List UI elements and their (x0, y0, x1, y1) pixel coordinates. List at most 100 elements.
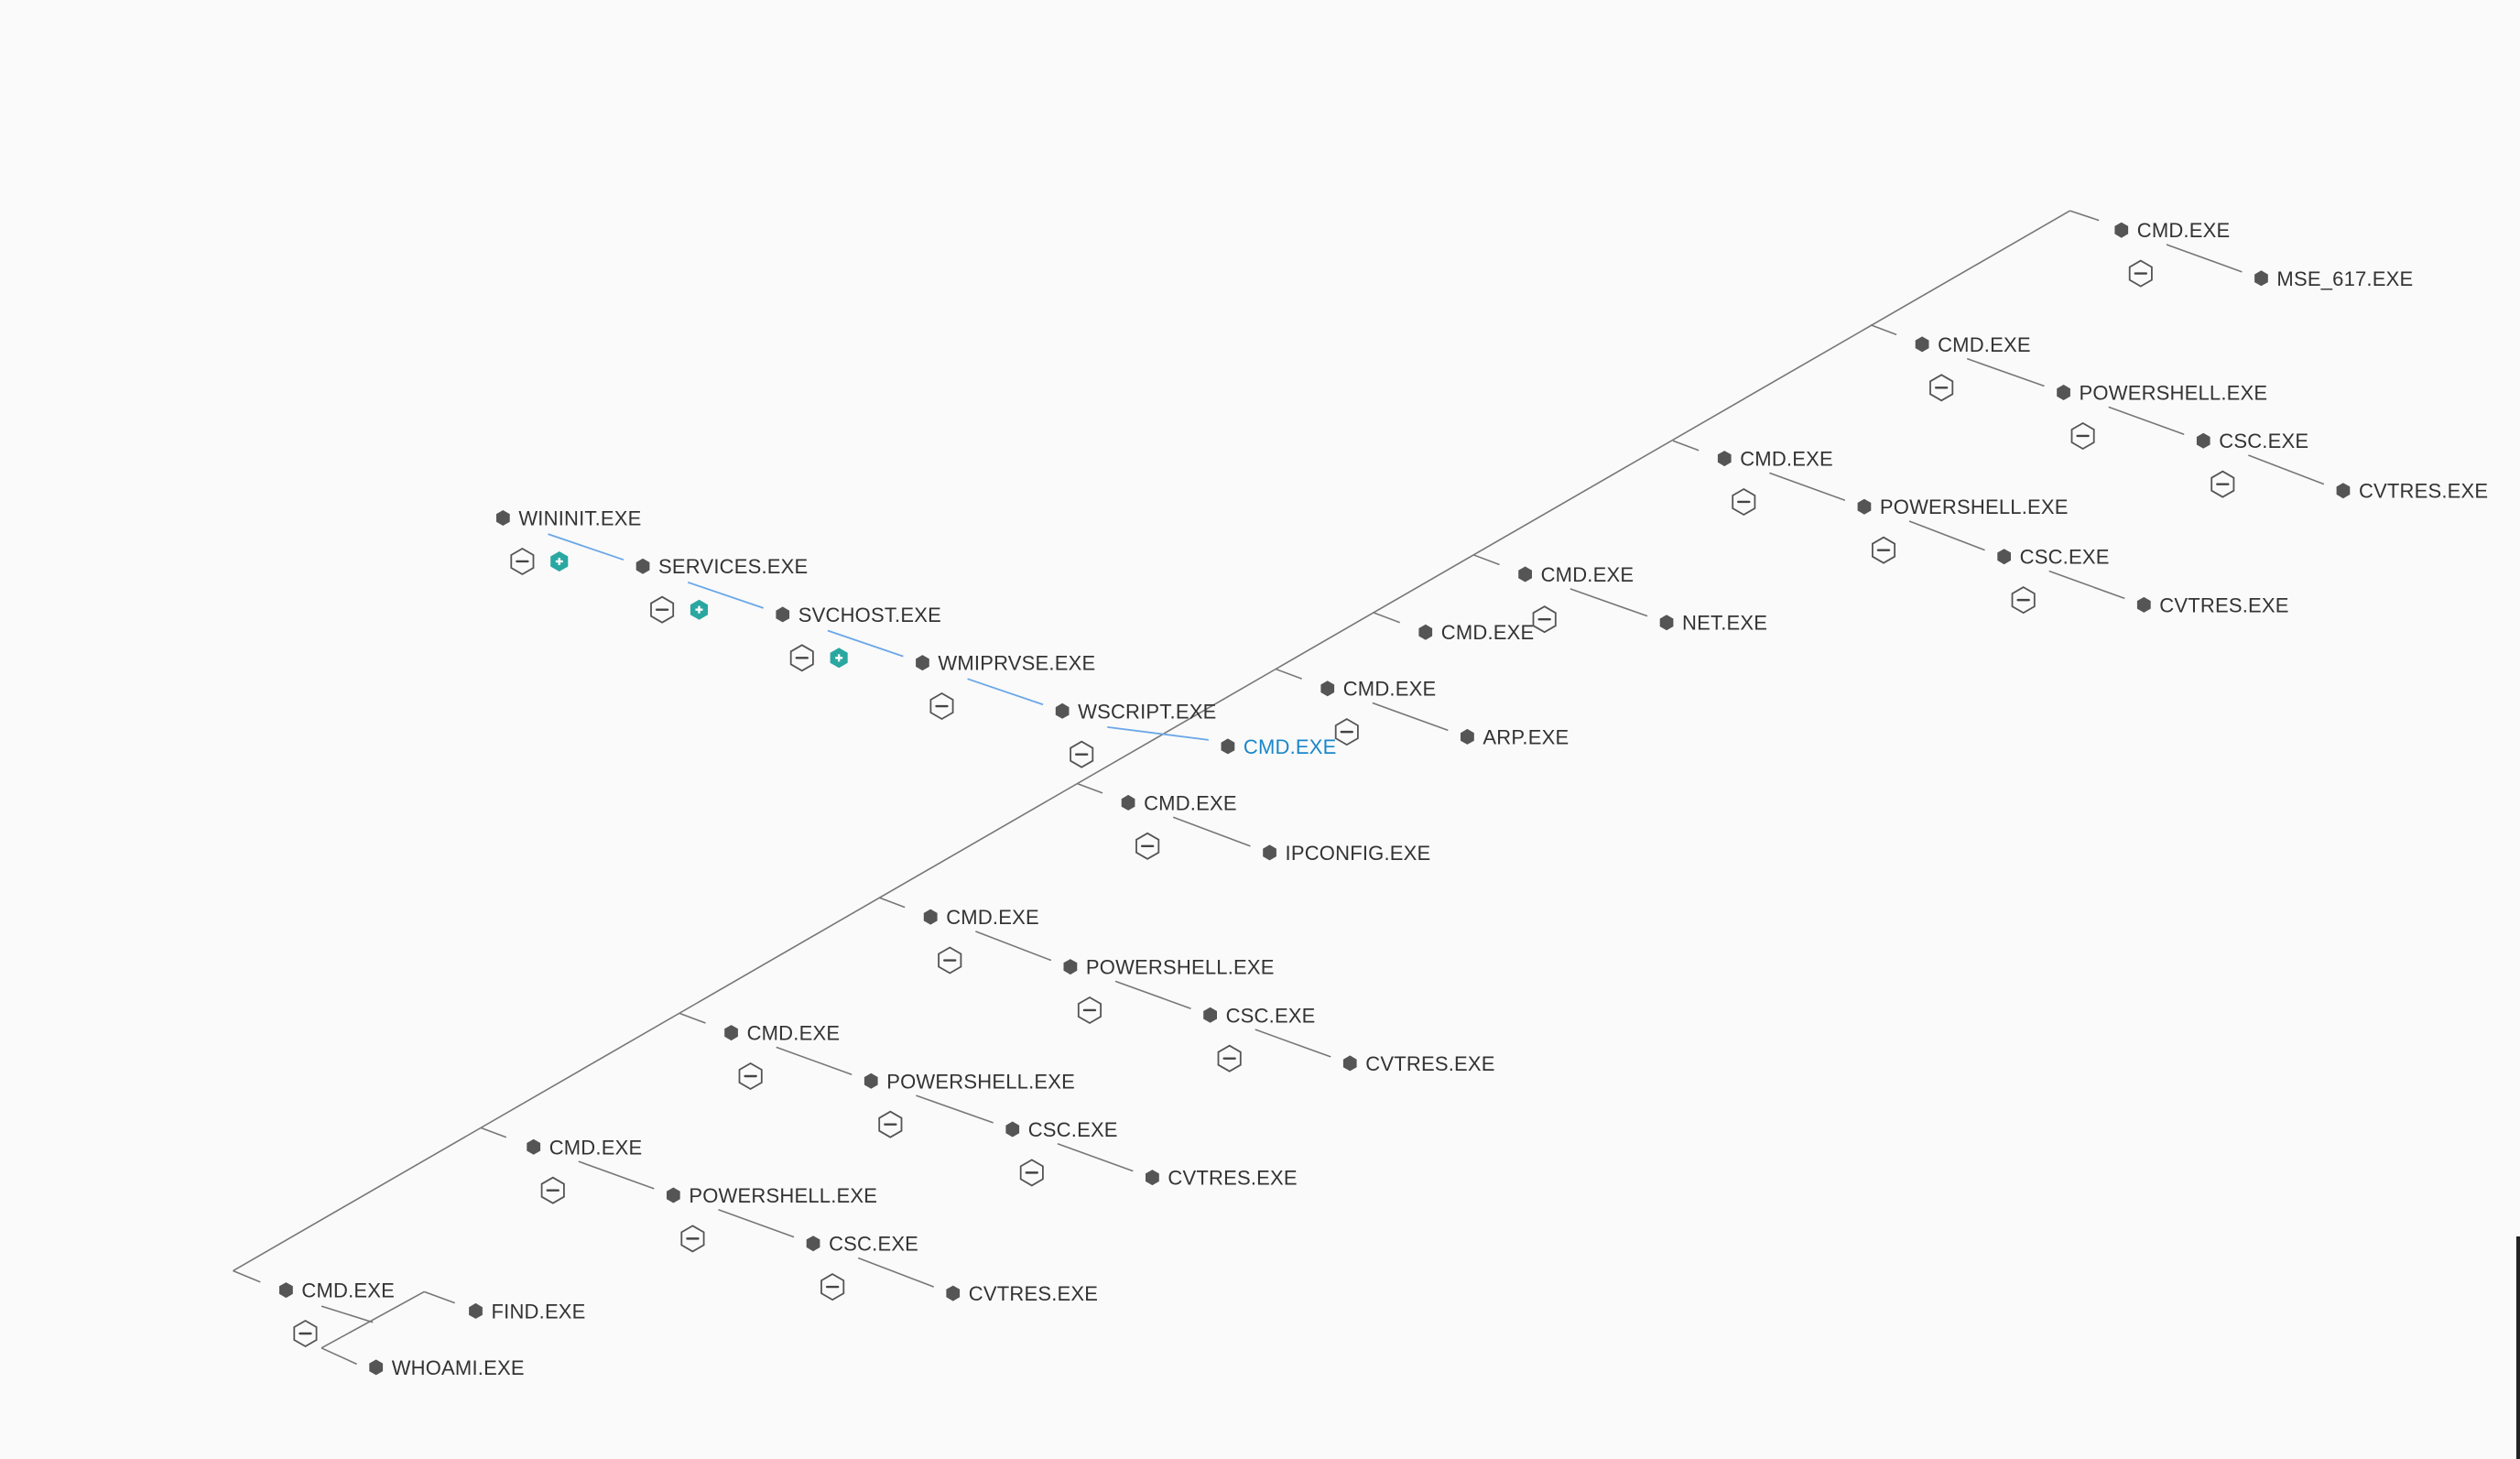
process-node-icon[interactable] (923, 909, 938, 925)
process-label[interactable]: CMD.EXE (1541, 563, 1635, 586)
process-node-icon[interactable] (1915, 336, 1929, 353)
event-badge-button[interactable] (690, 599, 708, 620)
process-node[interactable]: CMD.EXE (724, 1022, 841, 1091)
process-node[interactable]: POWERSHELL.EXE (667, 1184, 877, 1253)
process-node-icon[interactable] (1063, 959, 1078, 975)
process-node-icon[interactable] (2254, 270, 2268, 287)
process-node-icon[interactable] (1717, 451, 1732, 467)
process-node-icon[interactable] (776, 606, 790, 623)
process-label[interactable]: CVTRES.EXE (969, 1282, 1098, 1305)
process-node[interactable]: CMD.EXE (1717, 448, 1833, 517)
process-label[interactable]: NET.EXE (1682, 612, 1767, 635)
process-label[interactable]: POWERSHELL.EXE (886, 1070, 1075, 1093)
process-node[interactable]: CSC.EXE (1203, 1004, 1316, 1072)
process-node[interactable]: CVTRES.EXE (946, 1282, 1098, 1305)
process-node[interactable]: CMD.EXE (2114, 219, 2231, 288)
process-label[interactable]: POWERSHELL.EXE (1086, 956, 1275, 979)
process-label[interactable]: CVTRES.EXE (2359, 480, 2488, 503)
process-node-icon[interactable] (496, 510, 510, 526)
process-node[interactable]: WMIPRVSE.EXE (916, 652, 1095, 721)
process-node-icon[interactable] (1659, 615, 1674, 631)
process-node-icon[interactable] (1121, 794, 1135, 811)
process-node-icon[interactable] (369, 1359, 384, 1376)
process-label[interactable]: IPCONFIG.EXE (1286, 842, 1431, 865)
process-node[interactable]: CMD.EXE (923, 906, 1039, 974)
collapse-toggle-button[interactable] (293, 1319, 318, 1348)
process-node[interactable]: CMD.EXE (1915, 333, 2031, 402)
process-node-icon[interactable] (1342, 1055, 1357, 1072)
process-label[interactable]: FIND.EXE (492, 1300, 586, 1323)
collapse-toggle-button[interactable] (2011, 586, 2036, 615)
process-label[interactable]: CMD.EXE (2137, 219, 2231, 242)
process-label[interactable]: WSCRIPT.EXE (1078, 700, 1216, 723)
process-node-icon[interactable] (279, 1282, 293, 1299)
collapse-toggle-button[interactable] (929, 691, 954, 721)
process-label[interactable]: CMD.EXE (1343, 678, 1437, 701)
collapse-toggle-button[interactable] (738, 1062, 763, 1091)
collapse-toggle-button[interactable] (2128, 259, 2153, 288)
collapse-toggle-button[interactable] (650, 595, 675, 624)
event-badge-button[interactable] (830, 648, 848, 669)
collapse-toggle-button[interactable] (1019, 1159, 1044, 1187)
process-label[interactable]: MSE_617.EXE (2276, 267, 2413, 290)
process-node-icon[interactable] (667, 1187, 680, 1203)
process-label[interactable]: CMD.EXE (1740, 448, 1833, 471)
process-node-icon[interactable] (806, 1236, 820, 1252)
event-badge-button[interactable] (550, 551, 569, 572)
process-node[interactable]: CSC.EXE (1997, 546, 2109, 615)
process-label[interactable]: CMD.EXE (747, 1022, 841, 1045)
collapse-toggle-button[interactable] (1217, 1044, 1242, 1072)
process-node-icon[interactable] (1146, 1170, 1159, 1186)
process-node[interactable]: ARP.EXE (1461, 725, 1569, 748)
collapse-toggle-button[interactable] (938, 946, 962, 974)
process-label[interactable]: CVTRES.EXE (1168, 1167, 1297, 1190)
process-node[interactable]: CVTRES.EXE (2136, 593, 2289, 616)
process-node[interactable]: CMD.EXE (1518, 563, 1635, 634)
collapse-toggle-button[interactable] (1872, 536, 1896, 564)
process-label[interactable]: CMD.EXE (1244, 735, 1337, 758)
collapse-toggle-button[interactable] (540, 1176, 565, 1204)
collapse-toggle-button[interactable] (1929, 374, 1954, 402)
process-label[interactable]: CMD.EXE (946, 906, 1039, 929)
process-label[interactable]: POWERSHELL.EXE (2080, 382, 2268, 405)
collapse-toggle-button[interactable] (1532, 605, 1557, 634)
process-node[interactable]: CVTRES.EXE (2336, 480, 2489, 503)
process-node[interactable]: CSC.EXE (1005, 1118, 1118, 1187)
process-node[interactable]: CVTRES.EXE (1342, 1052, 1495, 1075)
collapse-toggle-button[interactable] (1135, 832, 1160, 860)
process-node[interactable]: CMD.EXE (279, 1279, 395, 1348)
process-node-icon[interactable] (1418, 624, 1433, 640)
process-label[interactable]: SVCHOST.EXE (798, 604, 941, 626)
collapse-toggle-button[interactable] (789, 644, 814, 672)
process-nodes[interactable]: WININIT.EXESERVICES.EXESVCHOST.EXEWMIPRV… (279, 219, 2488, 1379)
process-node-icon[interactable] (1221, 738, 1235, 755)
process-label[interactable]: POWERSHELL.EXE (689, 1184, 877, 1207)
process-node[interactable]: WSCRIPT.EXE (1055, 700, 1217, 768)
process-node[interactable]: POWERSHELL.EXE (2057, 382, 2268, 451)
process-node[interactable]: CMD.EXE (527, 1136, 643, 1204)
vertical-scrollbar[interactable] (2516, 1236, 2520, 1459)
collapse-toggle-button[interactable] (1334, 718, 1359, 746)
process-label[interactable]: SERVICES.EXE (658, 555, 808, 578)
process-node-icon[interactable] (1518, 566, 1532, 583)
process-node[interactable]: CMD.EXE (1121, 791, 1237, 860)
process-node[interactable]: CMD.EXE (1418, 621, 1534, 644)
process-label[interactable]: CMD.EXE (1938, 333, 2031, 356)
process-label[interactable]: CSC.EXE (1028, 1118, 1118, 1141)
process-label[interactable]: CSC.EXE (1226, 1004, 1316, 1027)
process-node-icon[interactable] (469, 1302, 483, 1319)
process-node-icon[interactable] (864, 1072, 878, 1089)
collapse-toggle-button[interactable] (2070, 421, 2095, 451)
process-label[interactable]: CMD.EXE (301, 1279, 395, 1302)
collapse-toggle-button[interactable] (2210, 470, 2235, 498)
collapse-toggle-button[interactable] (510, 547, 535, 576)
process-node-icon[interactable] (1997, 549, 2011, 565)
process-node[interactable]: NET.EXE (1659, 612, 1767, 635)
process-label[interactable]: CVTRES.EXE (2159, 593, 2288, 616)
process-node[interactable]: POWERSHELL.EXE (1063, 956, 1275, 1025)
process-node[interactable]: SVCHOST.EXE (776, 604, 941, 672)
collapse-toggle-button[interactable] (1077, 996, 1102, 1025)
process-label[interactable]: WMIPRVSE.EXE (938, 652, 1095, 675)
process-node-icon[interactable] (635, 558, 650, 574)
process-label[interactable]: CMD.EXE (549, 1136, 643, 1159)
